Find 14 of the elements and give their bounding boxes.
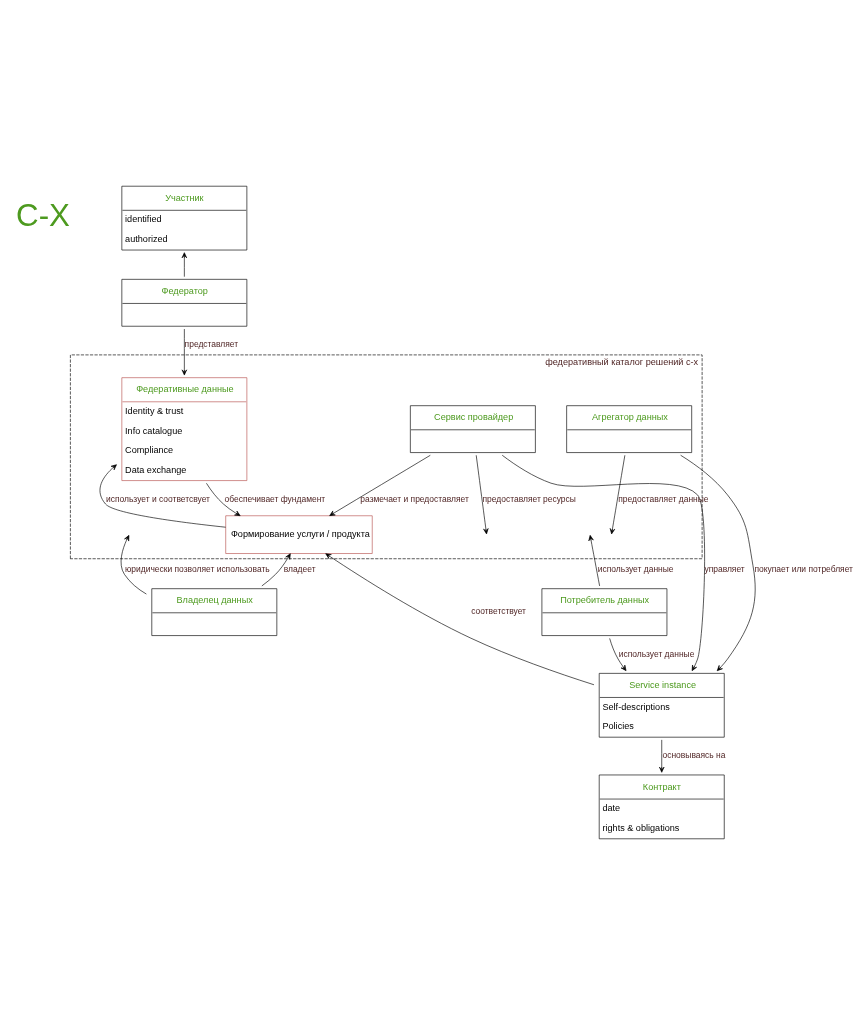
edge-label: использует данные: [597, 563, 674, 574]
edge-label: владеет: [283, 563, 316, 574]
label: С-Х: [16, 197, 70, 233]
edge-label: покупает или потребляет: [754, 563, 853, 574]
edge-label: юридически позволяет использовать: [125, 563, 270, 574]
edge-label: размечает и предоставляет: [360, 493, 469, 504]
edge-label: обеспечивает фундамент: [224, 493, 326, 504]
edge-label: использует данные: [618, 648, 695, 659]
edge-label: представляет: [184, 338, 239, 349]
edge-label: предоставляет ресурсы: [482, 493, 576, 504]
edge-label: основываясь на: [662, 749, 726, 760]
edge-label: использует и соответсвует: [105, 493, 210, 504]
edge-label: соответствует: [471, 605, 527, 616]
edge-label: предоставляет данные: [618, 493, 709, 504]
